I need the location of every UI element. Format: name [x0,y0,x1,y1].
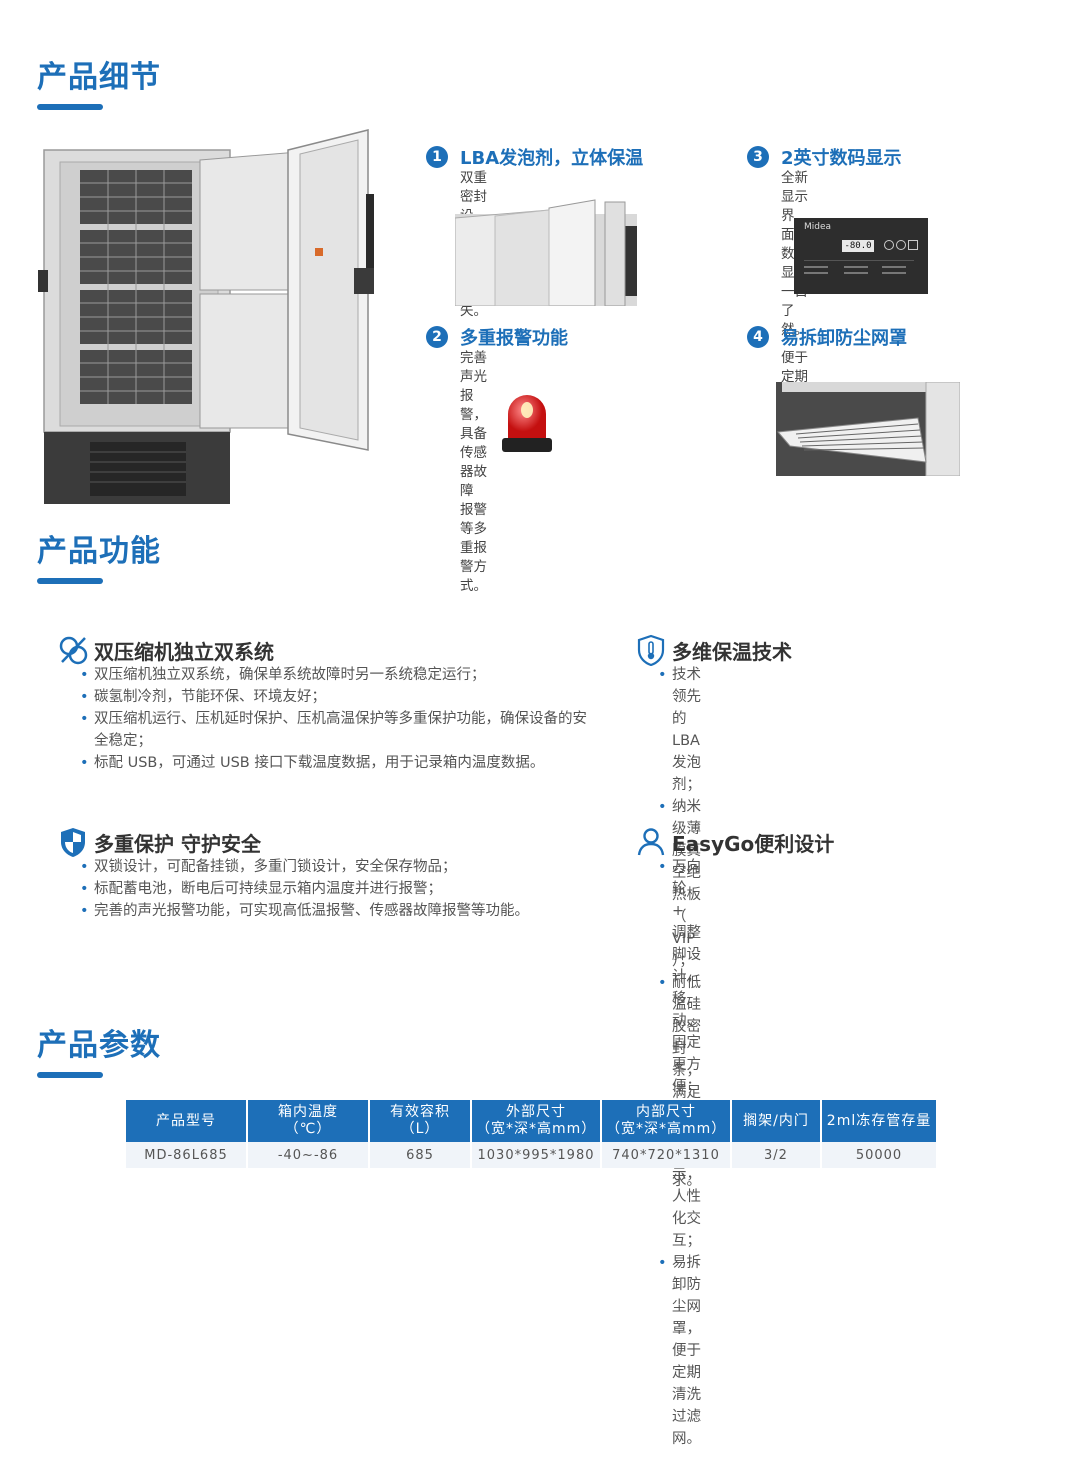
table-header: 外部尺寸（宽*深*高mm） [472,1100,600,1142]
list-item: 双压缩机独立双系统，确保单系统故障时另一系统稳定运行； [80,664,594,686]
list-item: 标配蓄电池，断电后可持续显示箱内温度并进行报警； [80,878,554,900]
feature-desc: 完善声光报警，具备传感器故障报警等多重报警方式。 [460,350,487,594]
function-title: 多维保温技术 [672,640,792,664]
feature-number-badge: 2 [426,326,448,348]
table-cell: 3/2 [732,1142,820,1168]
dual-compressor-icon [59,636,88,665]
feature-title: 多重报警功能 [460,328,568,349]
function-title: 双压缩机独立双系统 [94,640,274,664]
table-header: 内部尺寸（宽*深*高mm） [602,1100,730,1142]
feature-number-badge: 1 [426,146,448,168]
door-seal-image [455,199,637,306]
thermometer-shield-icon [637,634,665,666]
table-header-row: 产品型号 箱内温度（℃） 有效容积（L） 外部尺寸（宽*深*高mm） 内部尺寸（… [126,1100,936,1142]
dust-filter-image [776,382,960,476]
list-item: 双压缩机运行、压机延时保护、压机高温保护等多重保护功能，确保设备的安全稳定； [80,708,594,752]
table-cell: 1030*995*1980 [472,1142,600,1168]
list-item: 碳氢制冷剂，节能环保、环境友好； [80,686,594,708]
table-cell: 740*720*1310 [602,1142,730,1168]
list-item: 完善的声光报警功能，可实现高低温报警、传感器故障报警等功能。 [80,900,554,922]
display-reading: -80.0 [842,240,874,252]
table-header: 搁架/内门 [732,1100,820,1142]
section-title-details: 产品细节 [37,52,161,110]
list-item: 万向轮 + 调整脚设计，移动、固定更方便； [658,856,701,1098]
shield-icon [61,828,85,857]
table-cell: -40~-86 [248,1142,368,1168]
feature-number-badge: 4 [747,326,769,348]
table-cell: MD-86L685 [126,1142,246,1168]
function-list: 双锁设计，可配备挂锁，多重门锁设计，安全保存物品； 标配蓄电池，断电后可持续显示… [80,856,554,922]
table-row: MD-86L685 -40~-86 685 1030*995*1980 740*… [126,1142,936,1168]
list-item: 双锁设计，可配备挂锁，多重门锁设计，安全保存物品； [80,856,554,878]
table-header: 产品型号 [126,1100,246,1142]
table-cell: 685 [370,1142,470,1168]
list-item: 技术领先的 LBA 发泡剂； [658,664,701,796]
table-header: 2ml冻存管存量 [822,1100,936,1142]
alarm-light-icon [502,395,552,452]
feature-title: 易拆卸防尘网罩 [781,328,907,349]
section-title-params: 产品参数 [37,1020,161,1078]
freezer-illustration [38,129,374,504]
user-icon [637,828,665,856]
feature-title: 2英寸数码显示 [781,148,902,169]
function-list: 双压缩机独立双系统，确保单系统故障时另一系统稳定运行； 碳氢制冷剂，节能环保、环… [80,664,594,774]
list-item: 易拆卸防尘网罩，便于定期清洗过滤网。 [658,1252,701,1450]
table-cell: 50000 [822,1142,936,1168]
params-table: 产品型号 箱内温度（℃） 有效容积（L） 外部尺寸（宽*深*高mm） 内部尺寸（… [124,1100,938,1168]
function-title: EasyGo便利设计 [672,832,835,856]
function-title: 多重保护 守护安全 [94,832,261,856]
section-title-functions: 产品功能 [37,526,161,584]
feature-number-badge: 3 [747,146,769,168]
display-panel-image: Midea -80.0 [794,218,928,294]
function-list: 万向轮 + 调整脚设计，移动、固定更方便； 2 英寸数码显示，人性化交互； 易拆… [658,856,701,1450]
feature-title: LBA发泡剂，立体保温 [460,148,644,169]
table-header: 有效容积（L） [370,1100,470,1142]
list-item: 标配 USB，可通过 USB 接口下载温度数据，用于记录箱内温度数据。 [80,752,594,774]
table-header: 箱内温度（℃） [248,1100,368,1142]
